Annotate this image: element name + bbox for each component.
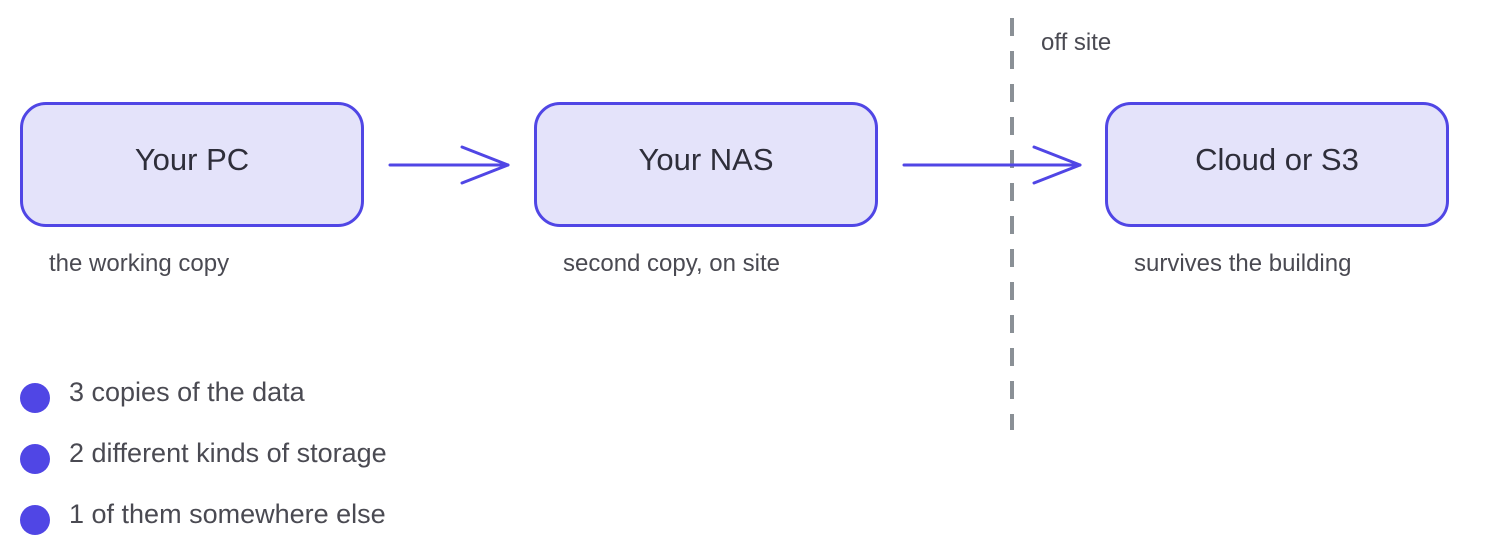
legend-text: 2 different kinds of storage [69,437,387,468]
node-caption-nas: second copy, on site [563,250,781,277]
bullet-dot-icon [20,383,50,413]
offsite-label: off site [1041,29,1112,56]
arrow-pc-to-nas [388,145,510,185]
legend-text: 3 copies of the data [69,376,305,407]
node-caption-pc: the working copy [49,250,230,277]
node-label: Cloud or S3 [1195,141,1359,177]
bullet-dot-icon [20,444,50,474]
node-your-pc: Your PC [20,102,364,227]
bullet-dot-icon [20,505,50,535]
legend-item-offsite: 1 of them somewhere else [20,493,386,535]
legend-item-storage-kinds: 2 different kinds of storage [20,432,387,474]
node-your-nas: Your NAS [534,102,878,227]
legend-item-copies: 3 copies of the data [20,371,305,413]
node-cloud-or-s3: Cloud or S3 [1105,102,1449,227]
node-label: Your NAS [638,141,774,177]
legend-text: 1 of them somewhere else [69,498,386,529]
node-caption-cloud: survives the building [1134,250,1352,277]
node-label: Your PC [134,141,250,177]
arrow-nas-to-cloud [902,145,1082,185]
